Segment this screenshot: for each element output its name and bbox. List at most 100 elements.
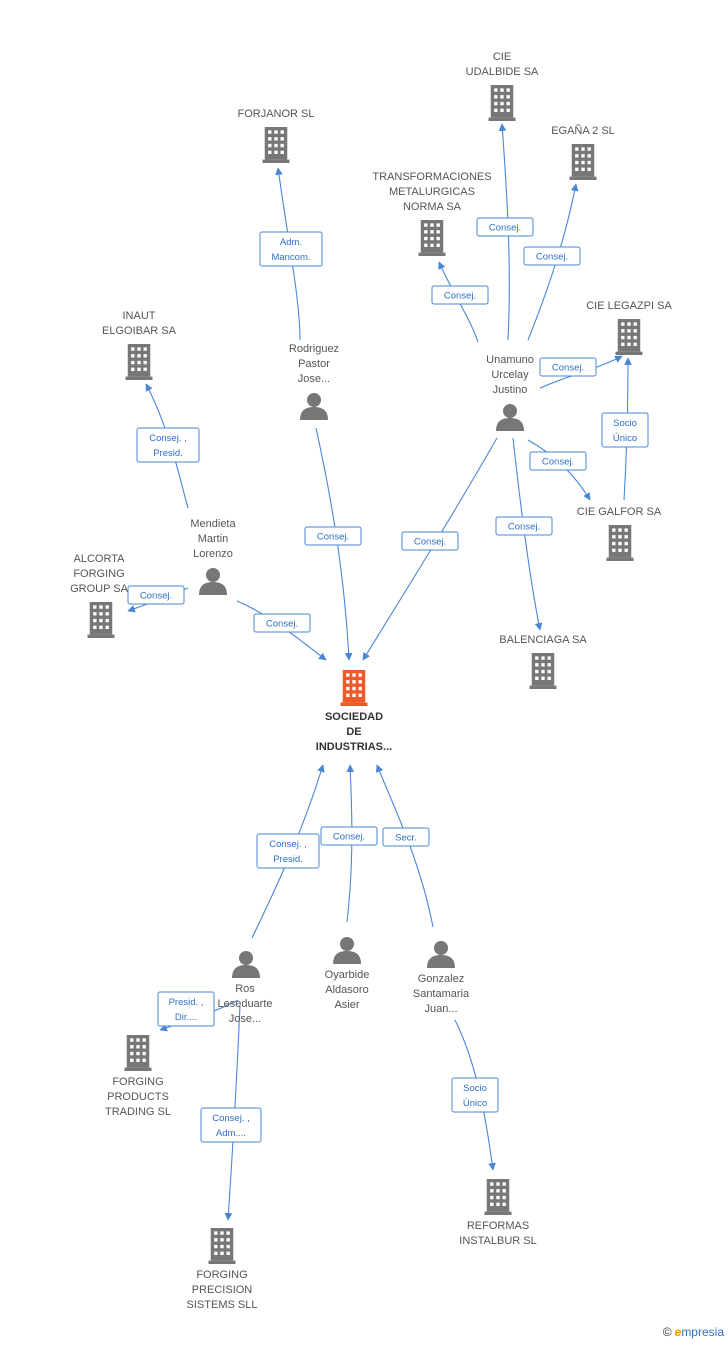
edge-mendieta-to-inaut: Consej. , Presid. xyxy=(136,383,200,509)
edge-ros-to-forging_products: Presid. ,Dir.... xyxy=(157,991,239,1032)
relation-label: Presid. xyxy=(153,448,183,459)
company-node-center[interactable] xyxy=(340,670,368,706)
node-label: METALURGICAS xyxy=(389,186,475,198)
relation-badge[interactable] xyxy=(157,991,215,1027)
relation-label: Consej. , xyxy=(149,433,187,444)
company-node-cie_legazpi[interactable] xyxy=(615,319,643,355)
relation-label: Único xyxy=(463,1098,487,1109)
relation-label: Socio xyxy=(613,418,637,429)
company-node-inaut[interactable] xyxy=(125,344,153,380)
relation-label: Consej. xyxy=(536,252,568,263)
edge-rodriguez-to-center: Consej. xyxy=(304,427,362,661)
building-icon xyxy=(529,653,557,689)
node-label: Gonzalez xyxy=(418,973,464,985)
node-label: FORJANOR SL xyxy=(237,108,314,120)
brand-initial: e xyxy=(674,1325,682,1339)
person-node-rodriguez[interactable] xyxy=(300,393,328,420)
relation-badge[interactable] xyxy=(320,826,378,846)
company-node-balenciaga[interactable] xyxy=(529,653,557,689)
person-node-ros[interactable] xyxy=(232,951,260,978)
edge-unamuno-to-egana2: Consej. xyxy=(523,183,581,341)
relation-badge[interactable] xyxy=(539,357,597,377)
node-label: CIE xyxy=(493,51,511,63)
person-icon xyxy=(496,404,524,431)
edge-line xyxy=(512,437,543,631)
relation-label: Consej. xyxy=(508,522,540,533)
node-label: Pastor xyxy=(298,358,330,370)
relation-label: Consej. xyxy=(489,223,521,234)
person-node-gonzalez[interactable] xyxy=(427,941,455,968)
edge-ros-to-forging_precision: Consej. ,Adm.... xyxy=(200,1004,262,1221)
company-node-reformas[interactable] xyxy=(484,1179,512,1215)
building-icon xyxy=(208,1228,236,1264)
node-label: SISTEMS SLL xyxy=(187,1299,258,1311)
node-label: Rodriguez xyxy=(289,343,339,355)
person-node-unamuno[interactable] xyxy=(496,404,524,431)
building-icon xyxy=(606,525,634,561)
relation-label: Consej. xyxy=(317,532,349,543)
company-node-transformaciones[interactable] xyxy=(418,220,446,256)
relation-label: Presid. xyxy=(273,854,303,865)
node-label: PRODUCTS xyxy=(107,1091,169,1103)
relation-badge[interactable] xyxy=(259,231,323,267)
person-node-oyarbide[interactable] xyxy=(333,937,361,964)
edge-mendieta-to-alcorta: Consej. xyxy=(127,585,189,613)
node-label: ELGOIBAR SA xyxy=(102,325,177,337)
node-label: Aldasoro xyxy=(325,984,368,996)
person-node-mendieta[interactable] xyxy=(199,568,227,595)
node-label: FORGING xyxy=(73,568,124,580)
edge-gonzalez-to-center: Secr. xyxy=(375,764,434,928)
node-label: Oyarbide xyxy=(325,969,370,981)
relation-label: Secr. xyxy=(395,833,417,844)
building-icon xyxy=(484,1179,512,1215)
company-node-forging_precision[interactable] xyxy=(208,1228,236,1264)
relation-badge[interactable] xyxy=(256,833,320,869)
company-node-forjanor[interactable] xyxy=(262,127,290,163)
relation-badge[interactable] xyxy=(382,827,430,847)
node-label: INAUT xyxy=(123,310,156,322)
company-node-egana2[interactable] xyxy=(569,144,597,180)
relation-badge[interactable] xyxy=(127,585,185,605)
person-icon xyxy=(232,951,260,978)
node-label: FORGING xyxy=(196,1269,247,1281)
node-label: Unamuno xyxy=(486,354,534,366)
edge-rodriguez-to-forjanor: Adm.Mancom. xyxy=(259,167,323,341)
relation-label: Consej. xyxy=(444,291,476,302)
relation-badge[interactable] xyxy=(431,285,489,305)
node-label: TRANSFORMACIONES xyxy=(372,171,491,183)
relation-badge[interactable] xyxy=(451,1077,499,1113)
edge-oyarbide-to-center: Consej. xyxy=(320,764,378,923)
person-icon xyxy=(333,937,361,964)
relation-label: Presid. , xyxy=(169,997,204,1008)
relation-badge[interactable] xyxy=(601,412,649,448)
relation-badge[interactable] xyxy=(523,246,581,266)
relation-label: Adm. xyxy=(280,237,302,248)
relation-badge[interactable] xyxy=(253,613,311,633)
company-node-cie_galfor[interactable] xyxy=(606,525,634,561)
node-label: PRECISION xyxy=(192,1284,253,1296)
company-node-forging_products[interactable] xyxy=(124,1035,152,1071)
relation-badge[interactable] xyxy=(200,1107,262,1143)
building-icon xyxy=(87,602,115,638)
node-label: GROUP SA xyxy=(70,583,129,595)
relation-label: Único xyxy=(613,433,637,444)
node-label: Leseduarte xyxy=(217,998,272,1010)
relation-badge[interactable] xyxy=(476,217,534,237)
node-label: REFORMAS xyxy=(467,1220,529,1232)
node-label: TRADING SL xyxy=(105,1106,171,1118)
edge-unamuno-to-transformaciones: Consej. xyxy=(431,261,489,343)
copyright-icon: © xyxy=(662,1325,672,1339)
brand-name: mpresia xyxy=(681,1325,724,1339)
relation-badge[interactable] xyxy=(304,526,362,546)
node-label: Jose... xyxy=(229,1013,261,1025)
relation-badge[interactable] xyxy=(495,516,553,536)
company-node-alcorta[interactable] xyxy=(87,602,115,638)
company-node-cie_udalbide[interactable] xyxy=(488,85,516,121)
node-label: SOCIEDAD xyxy=(325,711,383,723)
building-icon xyxy=(569,144,597,180)
relation-badge[interactable] xyxy=(136,427,200,463)
relation-badge[interactable] xyxy=(401,531,459,551)
relation-badge[interactable] xyxy=(529,451,587,471)
